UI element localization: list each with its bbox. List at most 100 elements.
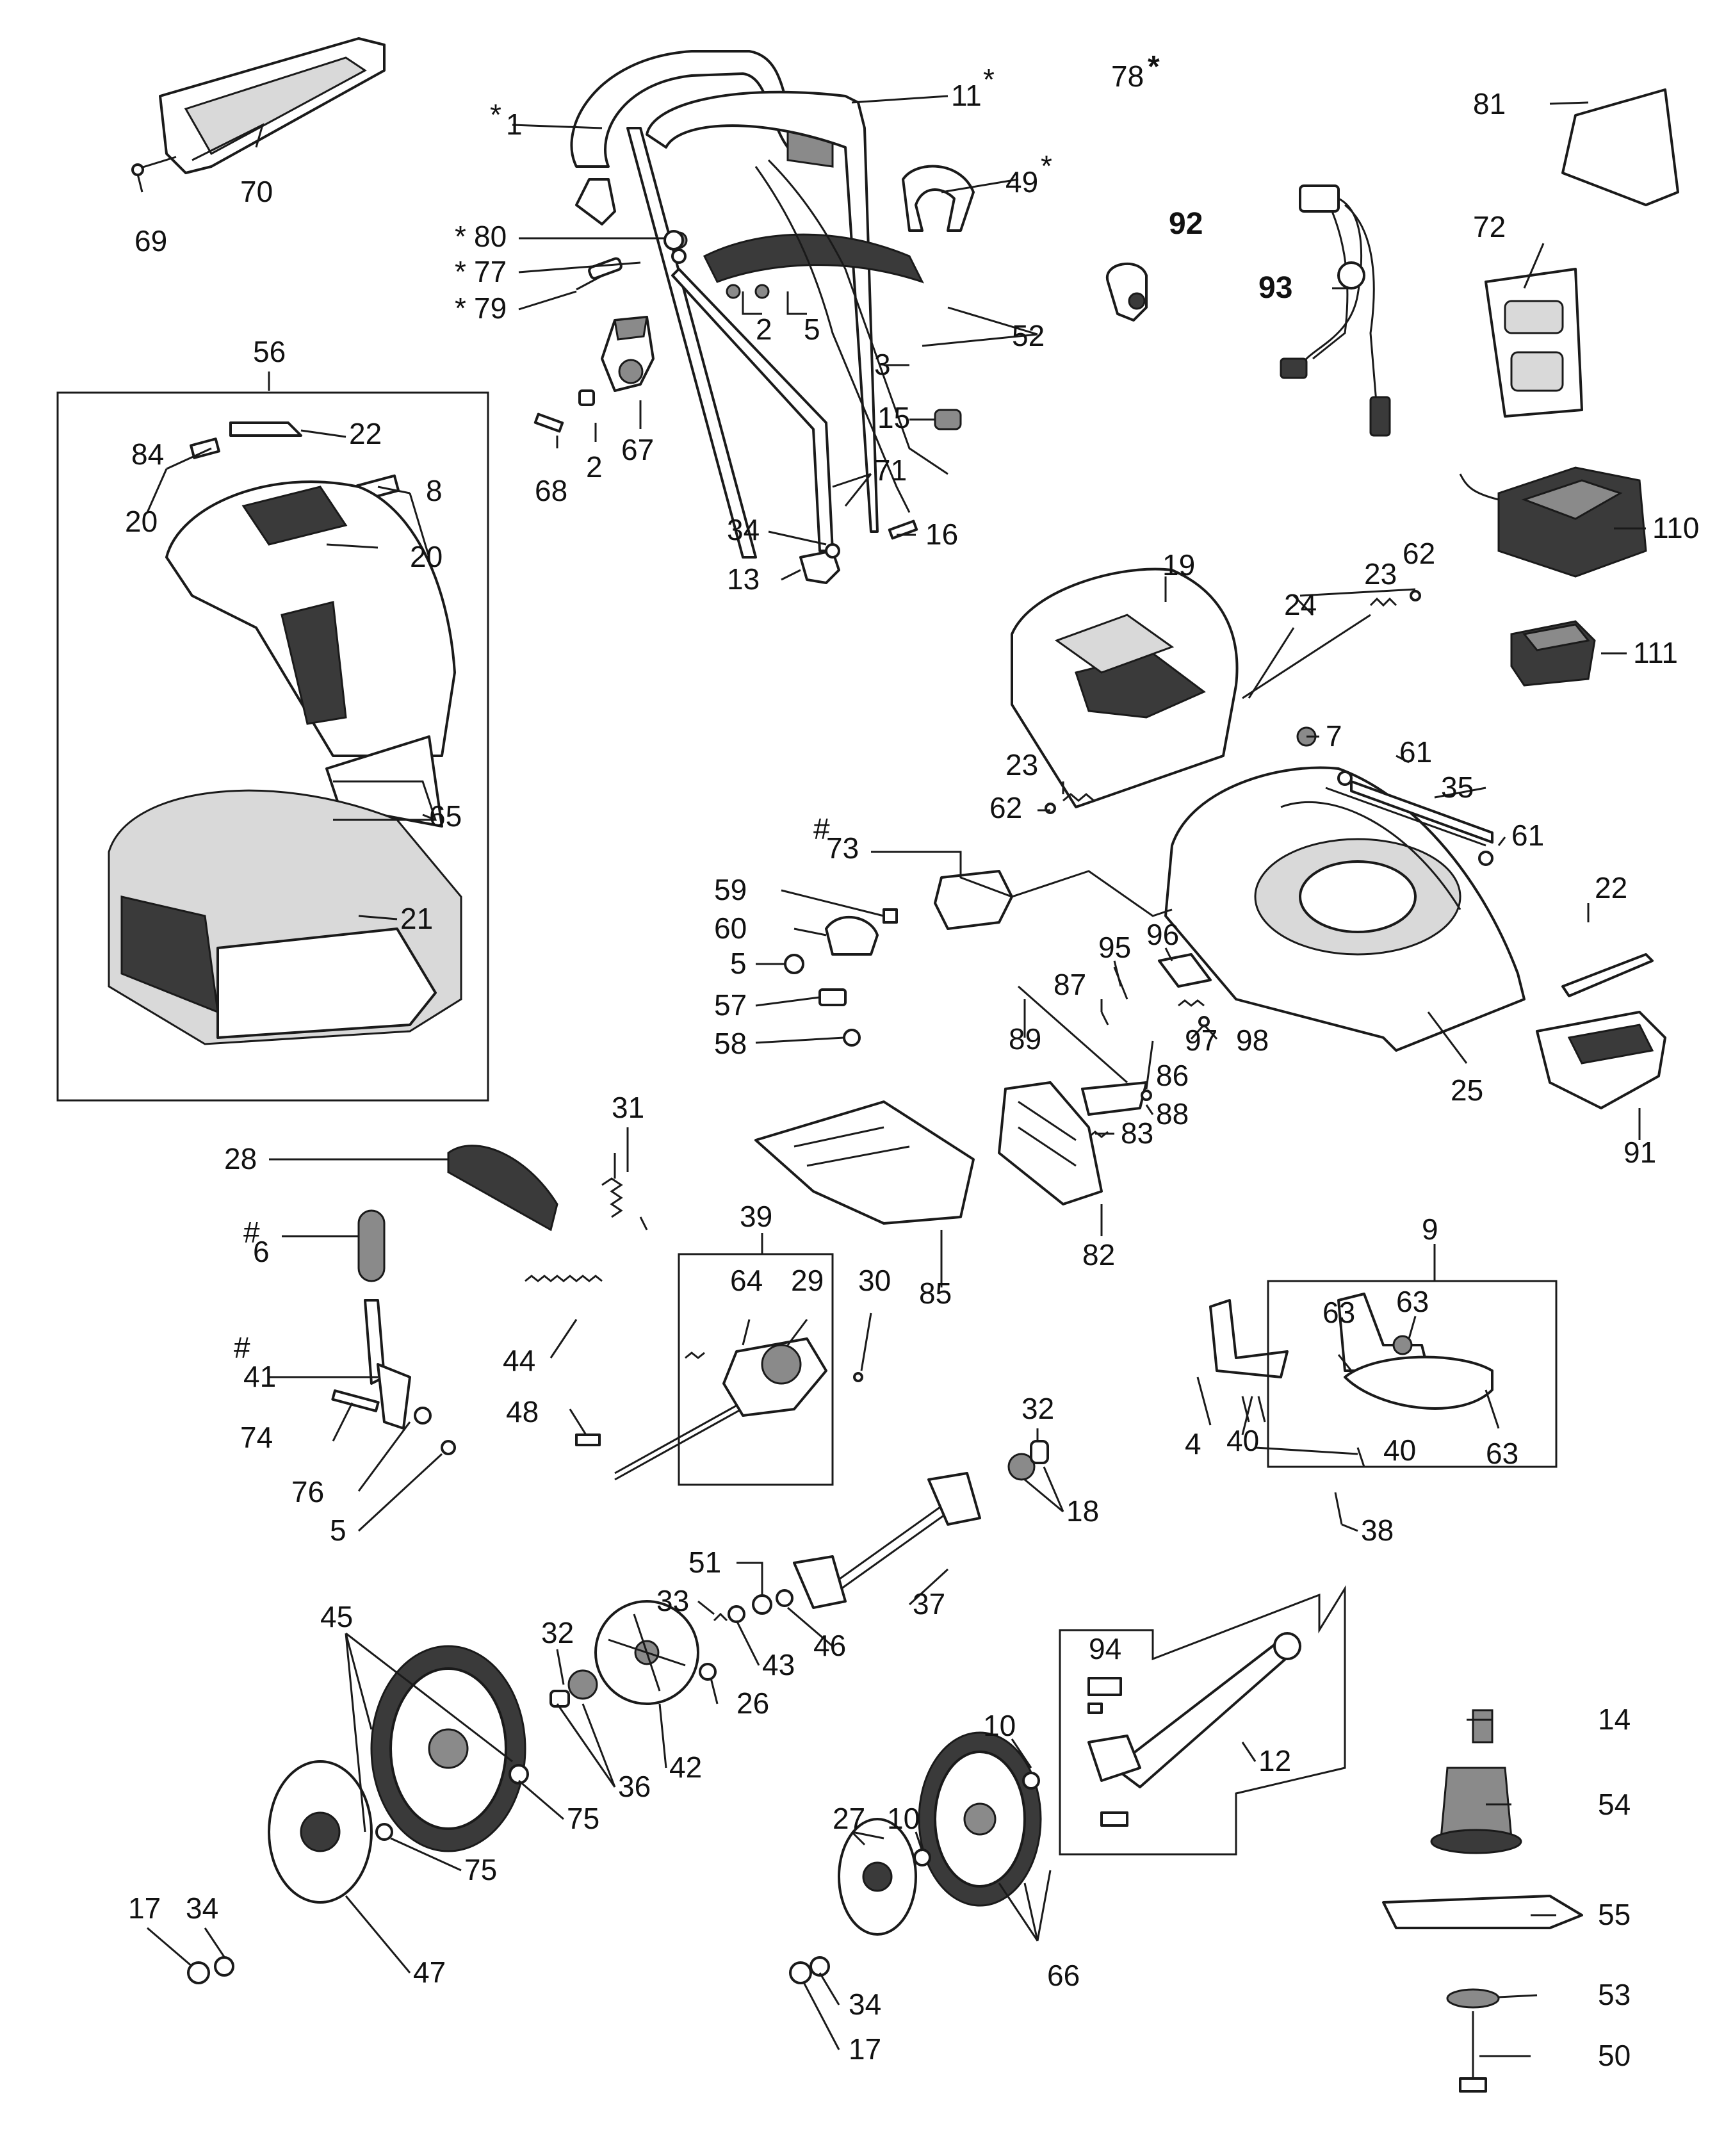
- callout-mark: *: [490, 98, 501, 131]
- callout-62b: 62: [989, 791, 1022, 824]
- callout-94: 94: [1089, 1632, 1121, 1665]
- frame-baffle: [1267, 1280, 1558, 1468]
- callout-63: 63: [1396, 1285, 1429, 1318]
- part-baffle-assembly: [1209, 1293, 1493, 1467]
- callout-22: 22: [349, 417, 382, 450]
- callout-1: 1: [506, 108, 523, 141]
- callout-28: 28: [224, 1142, 257, 1175]
- callout-78: 78: [1111, 60, 1144, 93]
- leaders-layer: [136, 95, 1646, 2057]
- callout-53: 53: [1598, 1978, 1631, 2011]
- part-bolt-68: [533, 389, 595, 433]
- callout-82: 82: [1082, 1238, 1115, 1271]
- part-handle-cover: [131, 37, 386, 176]
- callout-26: 26: [736, 1686, 769, 1720]
- callout-40b: 40: [1383, 1433, 1416, 1467]
- part-push-handle: [570, 50, 975, 559]
- callout-65: 65: [429, 799, 462, 833]
- part-front-wheel: [789, 1731, 1042, 1984]
- callout-25: 25: [1451, 1074, 1483, 1107]
- callout-9: 9: [1422, 1213, 1438, 1246]
- callout-63b: 63: [1322, 1296, 1355, 1329]
- callout-81: 81: [1473, 87, 1506, 120]
- callout-20: 20: [125, 505, 158, 538]
- callout-36: 36: [618, 1770, 651, 1803]
- callout-35: 35: [1441, 771, 1474, 804]
- callout-5b: 5: [730, 947, 747, 980]
- callout-21: 21: [400, 902, 433, 935]
- part-gearbox: [614, 1337, 863, 1481]
- callout-30: 30: [858, 1264, 891, 1297]
- callout-48: 48: [506, 1395, 539, 1428]
- callout-86: 86: [1156, 1059, 1189, 1092]
- callout-85: 85: [919, 1277, 952, 1310]
- part-safety-key: [1105, 262, 1148, 322]
- callout-57: 57: [714, 988, 747, 1022]
- frames-layer: [56, 391, 1558, 1856]
- callout-17: 17: [128, 1891, 161, 1925]
- callout-77: 77: [474, 255, 507, 288]
- callout-16: 16: [925, 518, 958, 551]
- callout-11: 11: [951, 79, 982, 112]
- callout-56: 56: [253, 335, 286, 368]
- callout-95: 95: [1098, 931, 1131, 964]
- callout-52: 52: [1012, 319, 1045, 352]
- callout-63c: 63: [1486, 1437, 1518, 1470]
- part-drive-shaft: [793, 1440, 1049, 1609]
- callout-110: 110: [1652, 511, 1699, 544]
- callout-92: 92: [1169, 207, 1203, 241]
- callout-23b: 23: [1005, 748, 1038, 781]
- labels-layer: * 1 11 * 78 * 81 70 69 49 * * 80 * 77 * …: [125, 50, 1699, 2072]
- part-blade-stack: [1382, 1709, 1583, 2093]
- callout-13: 13: [727, 562, 760, 596]
- callout-60: 60: [714, 911, 747, 945]
- part-grass-catcher: [108, 421, 462, 1045]
- callout-33: 33: [656, 1584, 689, 1617]
- part-wiring-harness: [1280, 184, 1391, 437]
- callout-83: 83: [1121, 1116, 1153, 1150]
- callout-mark: *: [455, 291, 466, 325]
- part-spring-44: [525, 1275, 603, 1282]
- callout-mark: *: [455, 255, 466, 288]
- part-rear-wheel: [268, 1645, 529, 1904]
- callout-32b: 32: [541, 1616, 574, 1649]
- callout-75: 75: [567, 1802, 599, 1835]
- part-front-cover: [1536, 953, 1666, 1109]
- part-cable-clip: [934, 409, 962, 430]
- callout-5: 5: [804, 313, 820, 346]
- callout-mark: #: [234, 1331, 250, 1364]
- callout-mark: *: [983, 63, 995, 96]
- callout-45: 45: [320, 1600, 353, 1633]
- callout-14: 14: [1598, 1703, 1631, 1736]
- callout-3: 3: [874, 348, 891, 381]
- part-handle-knob: [799, 519, 918, 584]
- callout-69: 69: [134, 224, 167, 257]
- callout-mark: #: [813, 812, 830, 845]
- callout-61: 61: [1399, 735, 1432, 769]
- callout-88: 88: [1156, 1097, 1189, 1131]
- callout-17b: 17: [849, 2032, 881, 2066]
- callout-72: 72: [1473, 210, 1506, 243]
- callout-46: 46: [813, 1629, 846, 1662]
- callout-55: 55: [1598, 1898, 1631, 1931]
- callout-42: 42: [669, 1751, 702, 1784]
- callout-62: 62: [1403, 537, 1435, 570]
- part-battery: [1510, 620, 1596, 687]
- callout-61b: 61: [1511, 819, 1544, 852]
- part-bracket-73: [934, 870, 1013, 930]
- callout-27: 27: [833, 1802, 865, 1835]
- callout-97: 97: [1185, 1024, 1217, 1057]
- callout-41: 41: [243, 1360, 276, 1393]
- callout-49: 49: [1005, 165, 1038, 199]
- callout-2: 2: [756, 313, 772, 346]
- callout-43: 43: [762, 1648, 795, 1681]
- callout-59: 59: [714, 873, 747, 906]
- callout-93: 93: [1258, 271, 1292, 305]
- callout-68: 68: [535, 474, 567, 507]
- callout-12: 12: [1258, 1744, 1291, 1777]
- callout-5c: 5: [330, 1514, 346, 1547]
- callout-mark: #: [243, 1216, 260, 1249]
- callout-98: 98: [1236, 1024, 1269, 1057]
- part-cutting-deck: [1164, 766, 1526, 1052]
- callout-20b: 20: [410, 540, 443, 573]
